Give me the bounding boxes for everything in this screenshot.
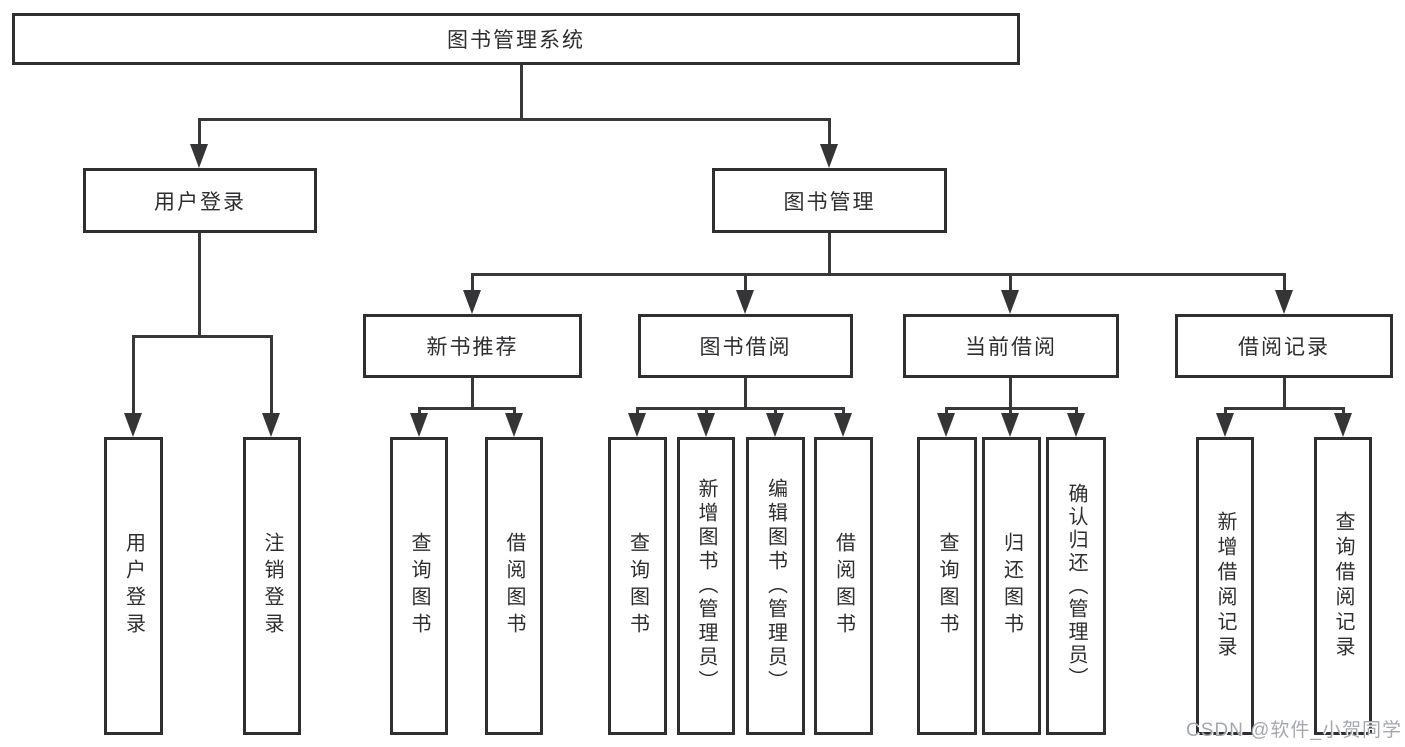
- arrow-confirm-return: [1067, 413, 1085, 437]
- leaf-query-books-3: 查询图书: [917, 437, 977, 735]
- arrow-book-borrow: [736, 290, 754, 314]
- arrow-query-record: [1334, 413, 1352, 437]
- leaf-query-borrow-record: 查询借阅记录: [1314, 437, 1372, 735]
- connector-branch-level3: [471, 273, 1285, 276]
- leaf-return-book: 归还图书: [982, 437, 1041, 735]
- watermark: CSDN @软件_小贺同学: [1186, 720, 1402, 741]
- leaf-query-books-1: 查询图书: [390, 437, 448, 735]
- connector-current-borrow-stem: [1009, 378, 1012, 407]
- arrow-user-login: [190, 144, 208, 168]
- arrow-edit-book: [766, 413, 784, 437]
- arrow-current-borrow: [1001, 290, 1019, 314]
- arrow-leaf-logout: [262, 413, 280, 437]
- leaf-borrow-books-1: 借阅图书: [485, 437, 543, 735]
- connector-stem-book-borrow: [744, 273, 747, 290]
- arrow-new-book: [463, 290, 481, 314]
- connector-branch-user-login: [132, 335, 273, 338]
- arrow-leaf-user-login: [124, 413, 142, 437]
- arrow-query3: [937, 413, 955, 437]
- connector-branch-level2: [198, 118, 831, 121]
- connector-root-stem: [520, 65, 523, 118]
- arrow-query2: [628, 413, 646, 437]
- node-book-management: 图书管理: [712, 168, 947, 233]
- connector-user-login-stem: [198, 233, 201, 335]
- connector-stem-query-record: [1342, 407, 1345, 415]
- node-new-book-recommend: 新书推荐: [363, 314, 582, 378]
- connector-stem-add-record: [1224, 407, 1227, 415]
- leaf-user-login: 用户登录: [104, 437, 163, 735]
- node-book-borrow: 图书借阅: [638, 314, 853, 378]
- connector-stem-add-book: [705, 407, 708, 415]
- connector-branch-book-borrow: [636, 407, 844, 410]
- node-current-borrow: 当前借阅: [903, 314, 1119, 378]
- connector-stem-query2: [636, 407, 639, 415]
- connector-stem-book-management: [828, 118, 831, 146]
- connector-branch-borrow-records: [1224, 407, 1345, 410]
- connector-stem-return-book: [1009, 407, 1012, 415]
- connector-book-borrow-stem: [744, 378, 747, 407]
- connector-stem-confirm-return: [1075, 407, 1078, 415]
- connector-stem-current-borrow: [1009, 273, 1012, 290]
- leaf-confirm-return-admin: 确认归还（管理员）: [1046, 437, 1106, 735]
- connector-stem-new-book: [471, 273, 474, 290]
- connector-stem-query3: [945, 407, 948, 415]
- node-user-login: 用户登录: [83, 168, 317, 233]
- leaf-logout: 注销登录: [243, 437, 301, 735]
- connector-stem-edit-book: [774, 407, 777, 415]
- leaf-query-books-2: 查询图书: [608, 437, 667, 735]
- leaf-edit-book-admin: 编辑图书（管理员）: [746, 437, 805, 735]
- connector-new-book-stem: [471, 378, 474, 407]
- connector-stem-borrow1: [513, 407, 516, 415]
- node-borrow-records: 借阅记录: [1175, 314, 1393, 378]
- connector-borrow-records-stem: [1283, 378, 1286, 407]
- connector-stem-user-login: [198, 118, 201, 146]
- connector-stem-borrow-records: [1283, 273, 1286, 290]
- arrow-add-book: [697, 413, 715, 437]
- connector-book-management-stem: [828, 233, 831, 273]
- connector-stem-leaf-user-login: [132, 335, 135, 413]
- connector-branch-new-book: [418, 407, 515, 410]
- node-root: 图书管理系统: [12, 13, 1020, 65]
- arrow-return-book: [1001, 413, 1019, 437]
- arrow-query1: [410, 413, 428, 437]
- leaf-add-borrow-record: 新增借阅记录: [1196, 437, 1254, 735]
- leaf-add-book-admin: 新增图书（管理员）: [677, 437, 735, 735]
- arrow-borrow1: [505, 413, 523, 437]
- arrow-book-management: [820, 144, 838, 168]
- leaf-borrow-books-2: 借阅图书: [814, 437, 873, 735]
- arrow-borrow-records: [1275, 290, 1293, 314]
- arrow-add-record: [1216, 413, 1234, 437]
- arrow-borrow2: [834, 413, 852, 437]
- connector-stem-query1: [418, 407, 421, 415]
- connector-stem-leaf-logout: [270, 335, 273, 413]
- connector-stem-borrow2: [842, 407, 845, 415]
